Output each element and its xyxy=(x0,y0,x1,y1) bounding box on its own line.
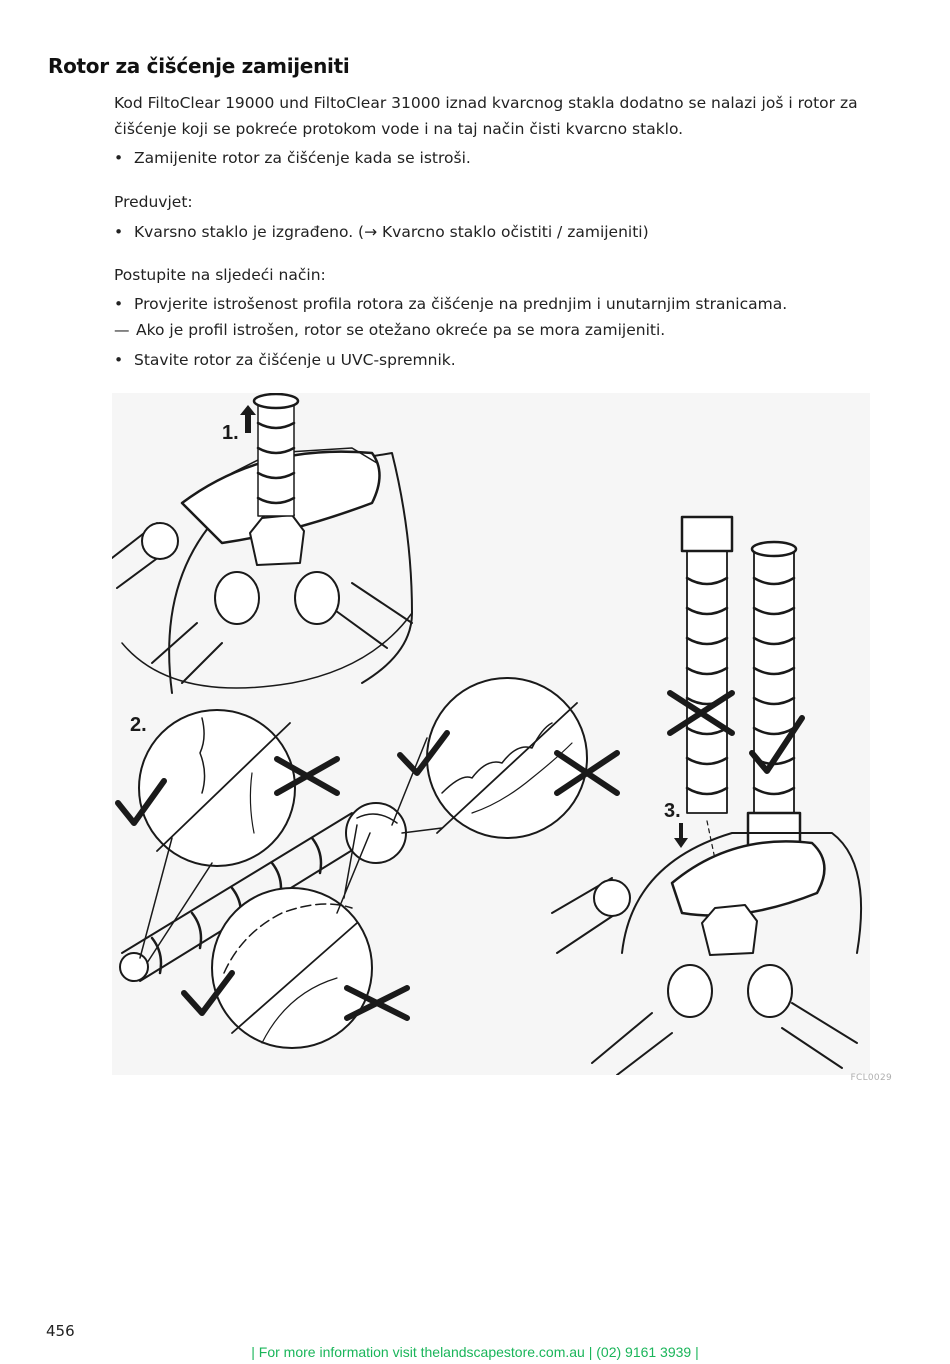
intro-paragraph: Kod FiltoClear 19000 und FiltoClear 3100… xyxy=(114,94,858,138)
bullet-item-replace: • Zamijenite rotor za čišćenje kada se is… xyxy=(114,145,471,171)
bullet-item-insert: • Stavite rotor za čišćenje u UVC-spremni… xyxy=(114,347,456,373)
bullet-marker: • xyxy=(114,149,124,167)
section-title: Rotor za čišćenje zamijeniti xyxy=(48,54,350,78)
bullet-marker: • xyxy=(114,223,124,241)
step2-inspection-drawing: 2. xyxy=(115,677,620,1049)
dash-text: Ako je profil istrošen, rotor se otežano… xyxy=(136,321,666,339)
bullet-text: Provjerite istrošenost profila rotora za… xyxy=(134,295,788,313)
bullet-text: Zamijenite rotor za čišćenje kada se ist… xyxy=(134,149,471,167)
dash-item-note: — Ako je profil istrošen, rotor se otežan… xyxy=(114,317,665,343)
footer-contact[interactable]: | For more information visit thelandscap… xyxy=(251,1344,699,1360)
dash-marker: — xyxy=(114,321,130,339)
prerequisite-label: Preduvjet: xyxy=(114,193,193,211)
bullet-text: Stavite rotor za čišćenje u UVC-spremnik… xyxy=(134,351,456,369)
bullet-item-check: • Provjerite istrošenost profila rotora z… xyxy=(114,291,787,317)
step1-label: 1. xyxy=(222,422,239,444)
step3-label: 3. xyxy=(664,800,681,822)
procedure-label: Postupite na sljedeći način: xyxy=(114,266,326,284)
bullet-item-prerequisite: • Kvarsno staklo je izgrađeno. (→ Kvarcno… xyxy=(114,219,649,245)
page-number: 456 xyxy=(46,1322,75,1340)
bullet-text: Kvarsno staklo je izgrađeno. (→ Kvarcno … xyxy=(134,223,649,241)
rotor-replacement-illustration: 1. 2. xyxy=(112,393,870,1075)
step2-label: 2. xyxy=(130,714,147,736)
step3-insert-drawing: 3. xyxy=(551,515,863,1075)
bullet-marker: • xyxy=(114,295,124,313)
bullet-marker: • xyxy=(114,351,124,369)
step1-housing-drawing: 1. xyxy=(112,393,413,694)
figure-code: FCL0029 xyxy=(850,1073,892,1083)
